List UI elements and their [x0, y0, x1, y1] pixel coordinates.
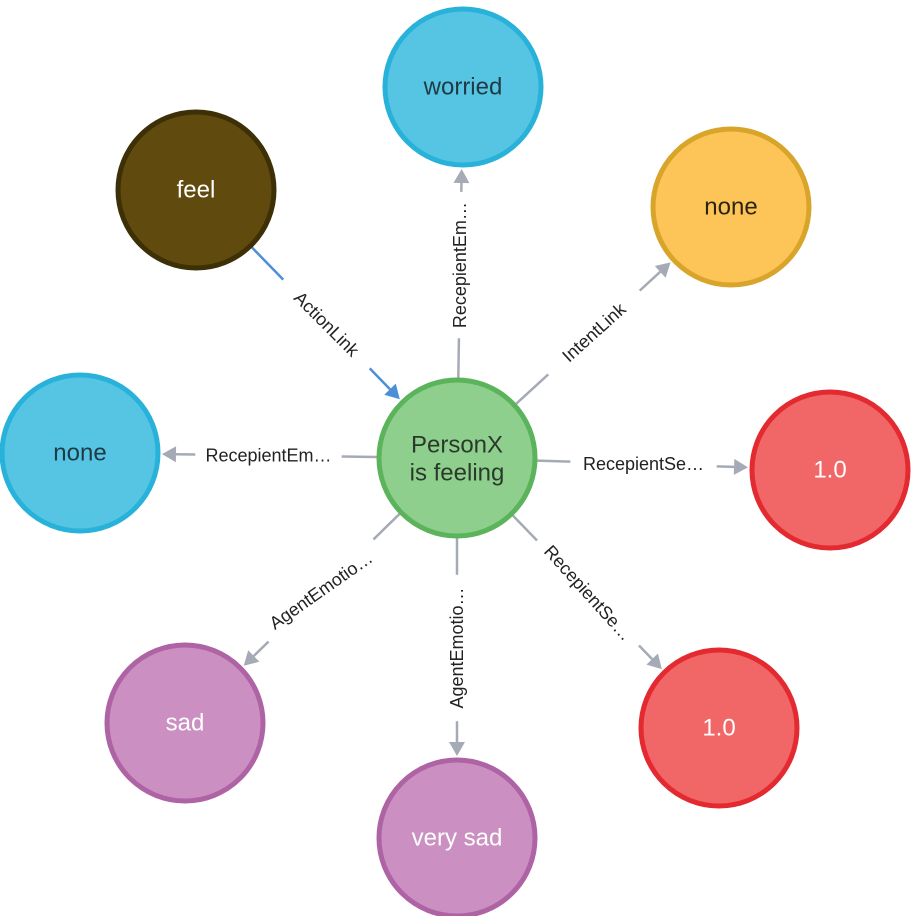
edge-recip-se-lower[interactable]: RecepientSe… — [511, 514, 662, 670]
node-circle — [376, 377, 538, 539]
edge-label: RecepientSe… — [540, 541, 636, 644]
node-sad[interactable]: sad — [104, 642, 266, 804]
edge-recip-em-left[interactable]: RecepientEm… — [161, 446, 378, 466]
node-feel[interactable]: feel — [115, 109, 277, 271]
node-circle — [115, 109, 277, 271]
edge-action[interactable]: ActionLink — [250, 246, 400, 400]
node-circle — [0, 372, 161, 534]
edge-line — [250, 246, 285, 281]
node-circle — [376, 757, 538, 916]
node-label: 1.0 — [813, 457, 846, 484]
edge-agent-em-left[interactable]: AgentEmotio… — [243, 512, 401, 666]
edge-intent[interactable]: IntentLink — [515, 262, 671, 405]
node-value-2[interactable]: 1.0 — [638, 647, 800, 809]
arrowhead-icon — [654, 262, 671, 278]
node-none-recipient[interactable]: none — [0, 372, 161, 534]
arrowhead-icon — [453, 168, 470, 184]
edge-agent-em-bottom[interactable]: AgentEmotio… — [447, 538, 467, 756]
node-value-1[interactable]: 1.0 — [749, 389, 911, 551]
arrowhead-icon — [243, 650, 260, 666]
node-very-sad[interactable]: very sad — [376, 757, 538, 916]
edge-line — [368, 367, 391, 391]
edge-line — [511, 514, 538, 542]
node-label: none — [53, 440, 106, 467]
node-circle — [382, 6, 544, 168]
node-label: PersonX — [411, 432, 503, 459]
edge-line — [536, 459, 571, 463]
edge-recip-em-top[interactable]: RecepientEm… — [450, 168, 470, 379]
edge-line — [638, 644, 654, 660]
edge-line — [252, 640, 270, 657]
edge-line — [716, 465, 735, 469]
node-label: feel — [177, 177, 216, 204]
node-none-intent[interactable]: none — [650, 126, 812, 288]
edge-line — [638, 270, 662, 292]
arrowhead-icon — [733, 458, 749, 475]
node-label: 1.0 — [702, 715, 735, 742]
node-worried[interactable]: worried — [382, 6, 544, 168]
edge-line — [515, 373, 550, 405]
node-circle — [650, 126, 812, 288]
edge-label: AgentEmotio… — [266, 548, 377, 634]
node-label: none — [704, 194, 757, 221]
edge-label: RecepientEm… — [450, 202, 470, 328]
arrowhead-icon — [449, 742, 465, 756]
node-label: is feeling — [410, 460, 505, 487]
node-label: sad — [166, 710, 205, 737]
edge-recip-se-right[interactable]: RecepientSe… — [536, 454, 749, 475]
edge-label: RecepientEm… — [205, 446, 331, 466]
edge-label: IntentLink — [558, 298, 630, 366]
edge-label: AgentEmotio… — [447, 587, 467, 708]
arrowhead-icon — [384, 383, 400, 400]
edge-label: ActionLink — [290, 288, 364, 362]
edge-line — [457, 338, 461, 379]
edge-label: RecepientSe… — [583, 454, 704, 474]
node-circle — [749, 389, 911, 551]
arrowhead-icon — [646, 653, 662, 670]
edge-line — [372, 512, 401, 541]
arrowhead-icon — [161, 446, 177, 463]
node-label: very sad — [412, 825, 503, 852]
node-circle — [638, 647, 800, 809]
node-label: worried — [423, 74, 503, 101]
node-circle — [104, 642, 266, 804]
